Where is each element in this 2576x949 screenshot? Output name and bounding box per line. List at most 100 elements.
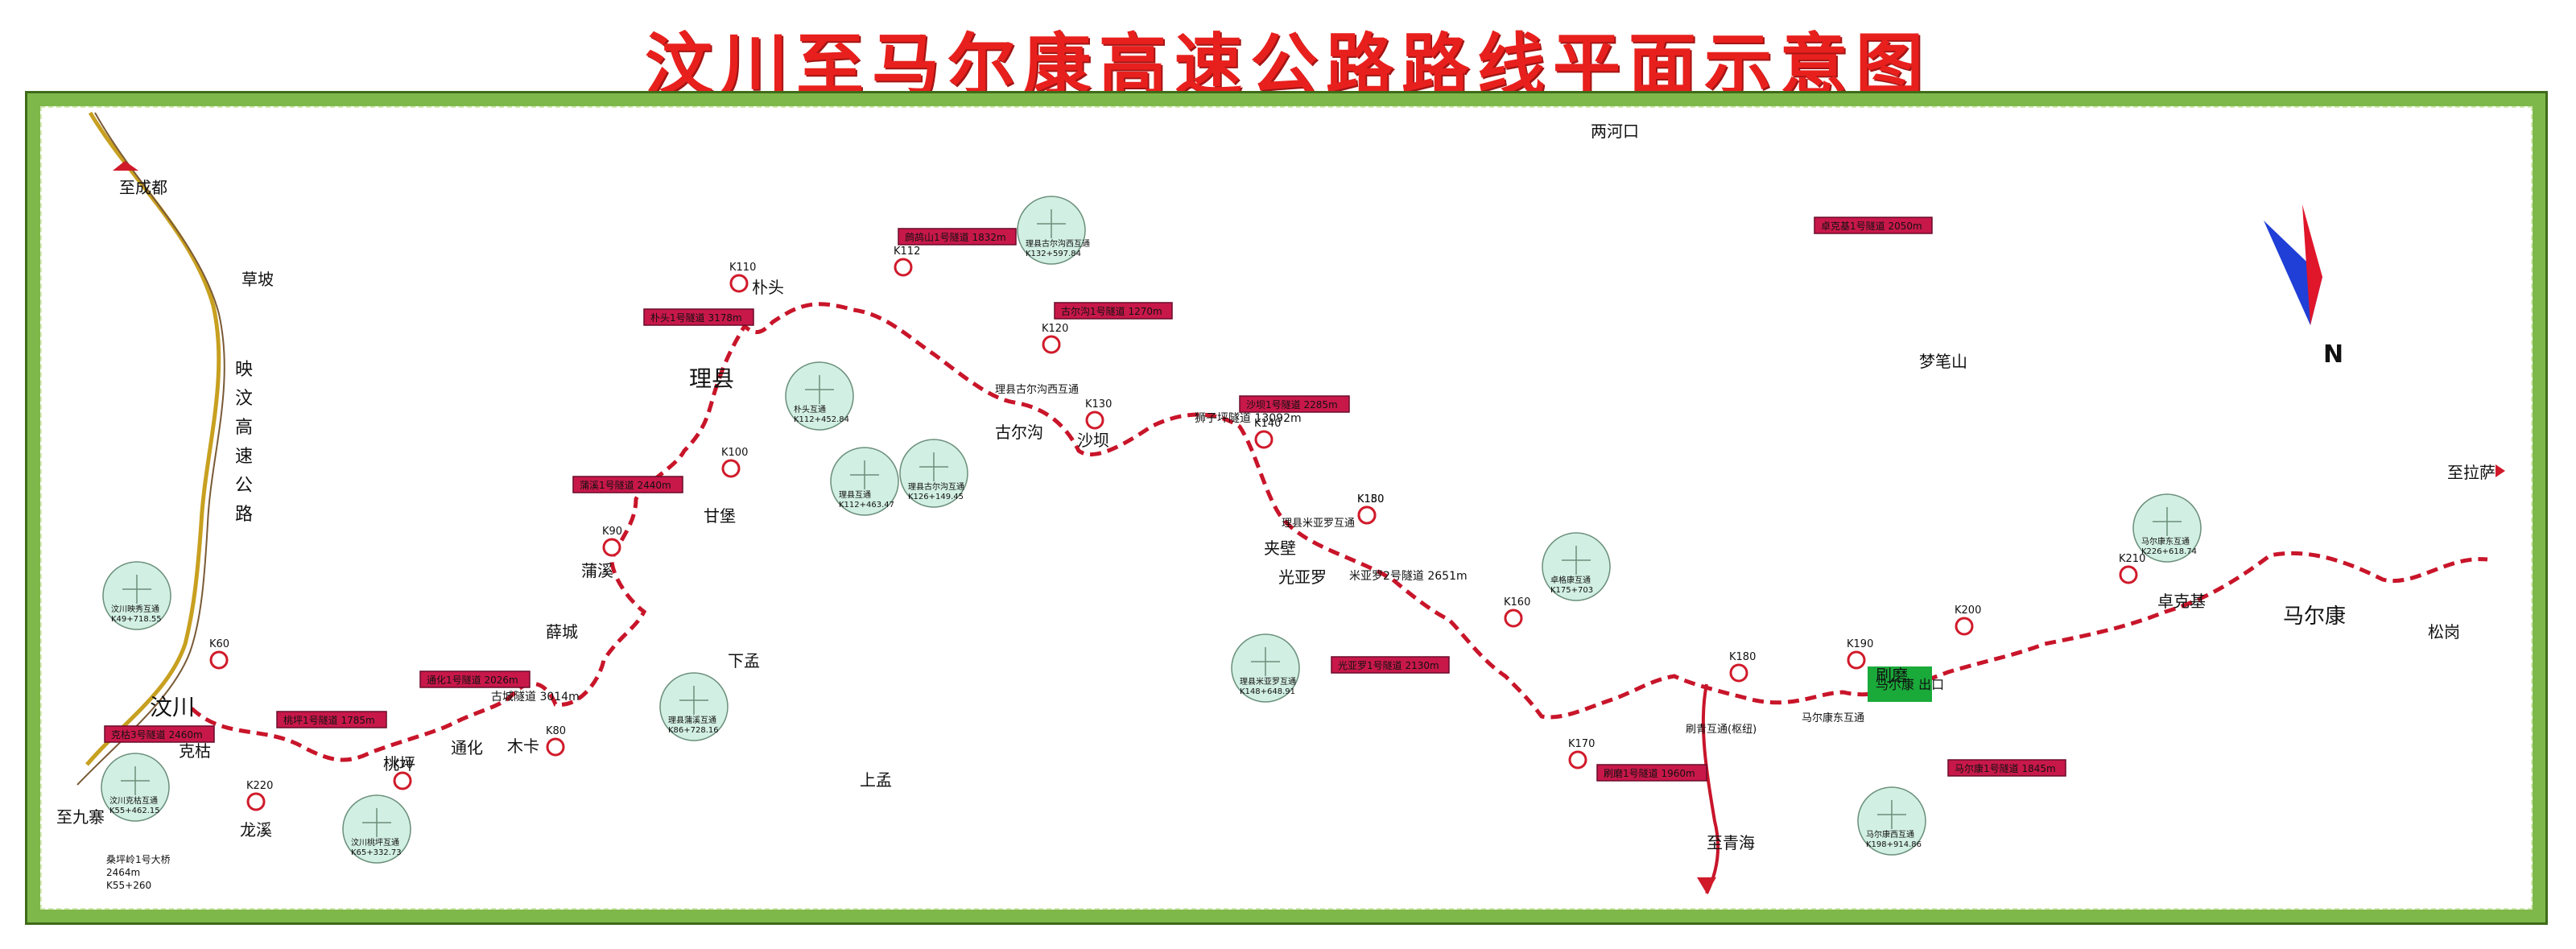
interchange-schematic-icon [2153, 507, 2182, 536]
tunnel-callout-label: 沙坝1号隧道 2285m [1246, 398, 1338, 411]
tunnel-callout-box [1947, 759, 2066, 777]
place-putou: 朴头 [752, 278, 784, 297]
tunnel-label-gubei: 古城隧道 3014m [491, 691, 580, 703]
city-maerkang: 马尔康 [2283, 604, 2346, 629]
interchange-detail-name: 理县蒲溪互通 [668, 715, 716, 725]
frame-inner-border [40, 106, 2533, 910]
highway-label-char: 高 [235, 418, 253, 438]
interchange-detail-station: K175+703 [1550, 586, 1593, 595]
highway-label-char: 汶 [235, 389, 253, 409]
tunnel-callout-box [1239, 395, 1350, 413]
interchange-detail-station: K126+149.45 [908, 493, 964, 501]
km-marker-label: K112 [894, 246, 920, 258]
km-marker-label: K210 [2119, 553, 2145, 565]
interchange-detail-station: K226+618.74 [2141, 547, 2197, 556]
bridge-label-line: K55+260 [106, 880, 151, 891]
tunnel-callout-box [1814, 217, 1933, 234]
arrow-qinghai-icon [1697, 877, 1716, 893]
km-marker-icon [393, 771, 412, 790]
km-marker-label: K80 [546, 725, 566, 737]
tunnel-callout-label: 通化1号隧道 2026m [427, 674, 518, 686]
tunnel-callout-label: 克枯3号隧道 2460m [111, 728, 203, 741]
km-marker-icon [246, 792, 266, 811]
interchange-schematic-icon [121, 766, 150, 795]
label-lhasa: 至拉萨 [2447, 463, 2496, 482]
interchange-detail-circles-group: 汶川映秀互通K49+718.55汶川克枯互通K55+462.15汶川桃坪互通K6… [101, 196, 2202, 864]
km-marker-icon [1254, 430, 1274, 449]
km-marker-icon [1085, 411, 1104, 430]
km-marker-icon [602, 538, 621, 557]
tunnel-callout-box [1054, 302, 1173, 320]
existing-highway-line [85, 111, 221, 766]
place-shaba: 沙坝 [1077, 431, 1109, 450]
city-lixian: 理县 [689, 365, 734, 392]
highway-label-char: 路 [235, 505, 253, 525]
tunnel-callout-label: 马尔康1号隧道 1845m [1955, 762, 2056, 774]
km-marker-label: K100 [721, 447, 748, 459]
arrow-lhasa-icon [2496, 464, 2505, 477]
bridge-label-line: 2464m [106, 867, 140, 878]
place-shuamo: 刷磨 [1876, 666, 1908, 685]
km-marker-icon [1504, 609, 1523, 628]
km-marker-icon [894, 258, 913, 277]
tunnel-callout-label: 鹧鸪山1号隧道 1832m [905, 231, 1006, 243]
tunnel-callout-box [643, 308, 754, 326]
km-marker-label: K70 [393, 759, 413, 771]
km-marker-label: K200 [1955, 604, 1981, 617]
km-marker-icon [721, 459, 741, 478]
km-marker-label: K60 [209, 638, 229, 650]
place-zhuokeji: 卓克基 [2157, 592, 2206, 611]
tunnel-callouts-group: 克枯3号隧道 2460m 桃坪1号隧道 1785m 通化1号隧道 2026m 蒲溪1号… [104, 217, 2066, 891]
place-jiabi: 夹壁 [1264, 538, 1296, 558]
km-marker-label: K150 [1357, 493, 1384, 505]
km-marker-label: K160 [1504, 596, 1530, 609]
tunnel-callout-label: 蒲溪1号隧道 2440m [580, 479, 671, 491]
interchange-detail-name: 汶川桃坪互通 [351, 837, 399, 848]
place-guerg: 古尔沟 [995, 423, 1043, 442]
km-marker-icon [1955, 617, 1974, 636]
label-jiuzhai: 至九寨 [56, 807, 105, 827]
interchange-schematic-icon [1562, 546, 1591, 575]
interchange-detail-name: 理县古尔沟互通 [908, 481, 964, 492]
interchange-schematic-icon [679, 686, 708, 715]
interchange-detail-name: 朴头互通 [794, 404, 826, 415]
tunnel-callout-box [276, 711, 387, 728]
river-line [76, 112, 225, 786]
highway-label-char: 公 [235, 476, 253, 496]
interchange-detail-name: 汶川克枯互通 [109, 795, 158, 806]
interchange-detail-station: K112+463.47 [839, 501, 894, 510]
interchange-schematic-icon [1251, 647, 1280, 676]
compass-red-half [2302, 204, 2322, 325]
interchange-detail-station: K86+728.16 [668, 726, 719, 735]
highway-label-char: 速 [235, 447, 253, 467]
km-marker-icon [209, 650, 229, 670]
km-marker-icon [1042, 335, 1061, 354]
tunnel-callout-label: 卓克基1号隧道 2050m [1821, 220, 1922, 232]
km-marker-label: K190 [1847, 638, 1873, 650]
map-title: 汶川至马尔康高速公路路线平面示意图 [644, 26, 1931, 105]
exit-sign-text: 马尔康 出口 [1876, 677, 1944, 692]
tunnel-callout-label: 光亚罗1号隧道 2130m [1338, 659, 1439, 671]
interchange-detail-name: 卓格康互通 [1550, 575, 1591, 585]
place-kechuan: 克枯 [179, 741, 211, 761]
tunnel-callout-box [898, 228, 1017, 246]
label-qinghai: 至青海 [1707, 833, 1755, 852]
km-marker-icon [2119, 565, 2138, 584]
compass-blue-half [2264, 221, 2322, 325]
tunnel-callout-label: 桃坪1号隧道 1785m [283, 714, 375, 726]
tunnel-callout-label: 古尔沟1号隧道 1270m [1061, 305, 1162, 317]
place-xuecheng: 薛城 [546, 622, 578, 642]
interchange-schematic-icon [1037, 209, 1066, 238]
place-songgang: 松岗 [2428, 622, 2460, 642]
tunnel-callout-box [104, 725, 215, 743]
exit-sign-icon [1868, 666, 1932, 702]
interchange-detail-name: 理县古尔沟西互通 [1026, 238, 1090, 249]
km-marker-icon [1357, 505, 1377, 525]
interchange-detail-station: K198+914.86 [1866, 840, 1922, 849]
place-guangyaluo: 光亚罗 [1278, 567, 1327, 587]
arrow-chengdu-icon [113, 161, 138, 171]
km-marker-icon [729, 274, 749, 293]
map-frame [25, 91, 2548, 925]
